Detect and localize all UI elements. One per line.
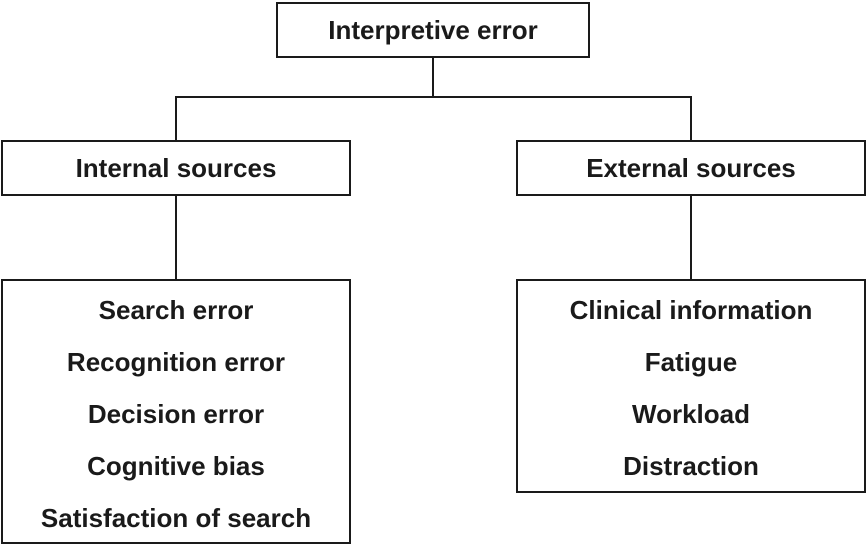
connector-root-down	[432, 58, 434, 98]
connector-horizontal	[175, 96, 692, 98]
connector-internal-to-list	[175, 196, 177, 279]
root-node: Interpretive error	[276, 2, 590, 58]
external-sources-label: External sources	[586, 152, 796, 183]
connector-external-to-list	[690, 196, 692, 279]
list-item: Satisfaction of search	[40, 503, 312, 533]
root-node-label: Interpretive error	[328, 14, 538, 45]
list-item: Search error	[98, 295, 254, 325]
list-item: Distraction	[623, 451, 759, 481]
internal-sources-label: Internal sources	[75, 152, 277, 183]
internal-sources-node: Internal sources	[1, 140, 351, 196]
list-item: Cognitive bias	[87, 451, 265, 481]
list-item: Clinical information	[569, 295, 813, 325]
list-item: Workload	[632, 399, 750, 429]
list-item: Recognition error	[66, 347, 286, 377]
list-item: Decision error	[87, 399, 265, 429]
external-sources-node: External sources	[516, 140, 866, 196]
connector-to-internal	[175, 96, 177, 140]
internal-sources-list: Search error Recognition error Decision …	[1, 279, 351, 544]
external-sources-list: Clinical information Fatigue Workload Di…	[516, 279, 866, 493]
list-item: Fatigue	[644, 347, 738, 377]
connector-to-external	[690, 96, 692, 140]
